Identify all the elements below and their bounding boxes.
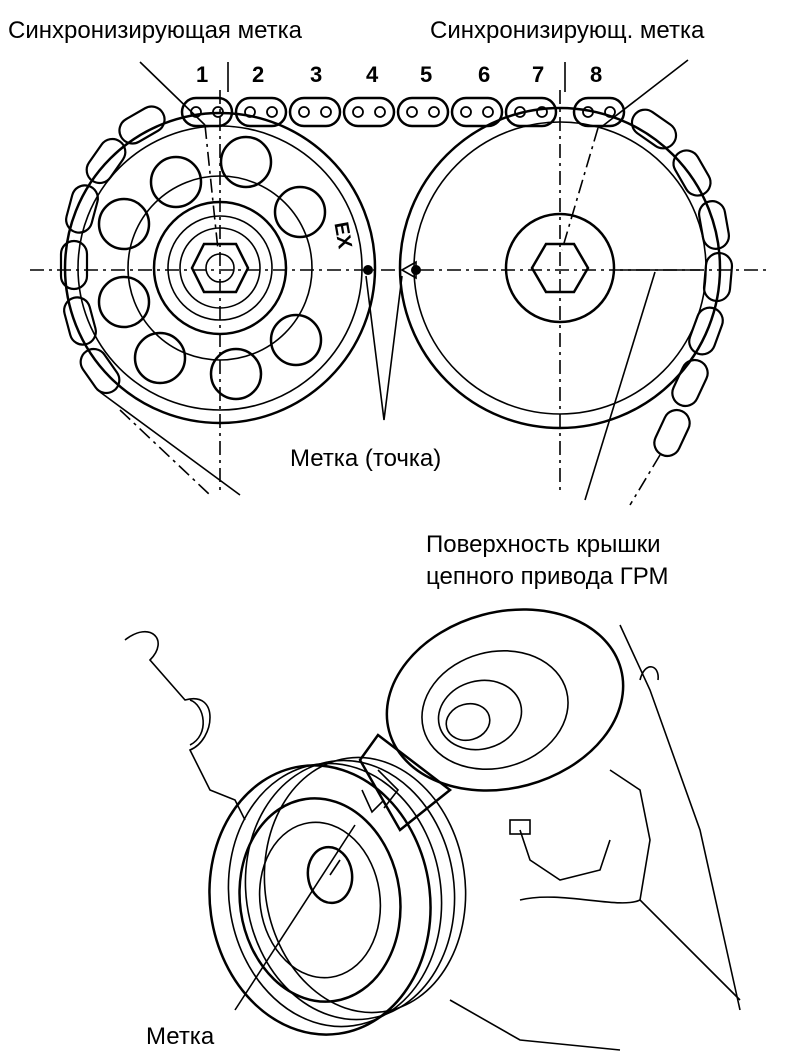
link-number-2: 2 <box>252 62 264 87</box>
engine-block-left-outline <box>124 630 246 821</box>
pulley-notch-mark <box>361 789 385 814</box>
chain-link-marked-left <box>180 96 234 128</box>
link-number-1: 1 <box>196 62 208 87</box>
link-number-4: 4 <box>366 62 379 87</box>
chain-link-marked-right <box>572 96 626 128</box>
pulley-mark-leader <box>234 824 356 1011</box>
chain-link <box>450 96 504 128</box>
intake-sprocket-hole <box>97 197 151 251</box>
cover-surface-label-line1: Поверхность крышки <box>426 531 661 558</box>
intake-sprocket-hole <box>97 275 151 329</box>
upper-pulley-center <box>445 702 491 742</box>
link-numbers: 1 2 3 4 5 6 7 8 <box>196 62 602 87</box>
intake-sprocket-hole <box>273 185 327 239</box>
crank-pulley-outer <box>208 764 432 1036</box>
intake-sprocket: EX <box>63 111 377 425</box>
crank-pulley-face <box>238 797 402 1003</box>
dot-mark-leader <box>365 275 403 421</box>
exhaust-dot-arrow <box>400 260 417 280</box>
exhaust-sprocket-bolt-icon <box>530 242 590 294</box>
chain-link <box>342 96 396 128</box>
timing-pointer-bracket <box>358 733 453 832</box>
engine-block-right-outline <box>619 624 741 1011</box>
link-number-8: 8 <box>590 62 602 87</box>
link-number-5: 5 <box>420 62 432 87</box>
crankshaft-pulley-illustration <box>124 608 741 1051</box>
exhaust-sprocket-hub <box>504 212 616 324</box>
chain-tail-right-dash <box>629 454 661 506</box>
chain-link <box>288 96 342 128</box>
crank-bolt-head <box>329 859 341 876</box>
timing-pointer-notch <box>377 769 400 809</box>
link-number-7: 7 <box>532 62 544 87</box>
intake-sprocket-hole <box>219 135 273 189</box>
sync-mark-left-label: Синхронизирующая метка <box>8 17 303 44</box>
engine-detail <box>639 666 659 681</box>
link-number-3: 3 <box>310 62 322 87</box>
cover-surface-label-line2: цепного привода ГРМ <box>426 563 668 590</box>
cover-surface-leader <box>584 271 656 501</box>
engine-block-lower <box>609 769 741 1001</box>
timing-chain <box>59 96 734 506</box>
engine-detail-rib <box>519 896 641 904</box>
intake-sprocket-hole <box>269 313 323 367</box>
upper-pulley-inner <box>421 649 569 771</box>
engine-block-bottom <box>449 999 621 1051</box>
chain-tail-left <box>99 391 241 496</box>
ex-mark-label: EX <box>329 220 355 251</box>
engine-bracket <box>189 699 204 746</box>
crank-bolt-icon <box>306 845 354 905</box>
sync-mark-right-label: Синхронизирующ. метка <box>430 17 705 44</box>
dot-mark-label: Метка (точка) <box>290 445 441 472</box>
sync-mark-right-dash <box>561 127 599 251</box>
crank-pulley-inner-face <box>258 821 382 979</box>
link-number-6: 6 <box>478 62 490 87</box>
crank-pulley-back <box>263 756 467 1014</box>
intake-sprocket-hole <box>149 155 203 209</box>
upper-pulley-outer <box>385 608 625 792</box>
sensor-wire <box>519 829 611 881</box>
upper-pulley-hub <box>437 679 523 751</box>
intake-sprocket-hole <box>209 347 263 401</box>
sensor-connector <box>509 819 531 835</box>
sync-mark-left-dash <box>204 124 219 251</box>
chain-tail-left-dash <box>119 409 211 496</box>
chain-link <box>396 96 450 128</box>
chain-link <box>504 96 558 128</box>
chain-link <box>234 96 288 128</box>
pulley-mark-label: Метка <box>146 1023 215 1050</box>
intake-sprocket-bolt-icon <box>190 242 250 294</box>
intake-sprocket-hole <box>133 331 187 385</box>
